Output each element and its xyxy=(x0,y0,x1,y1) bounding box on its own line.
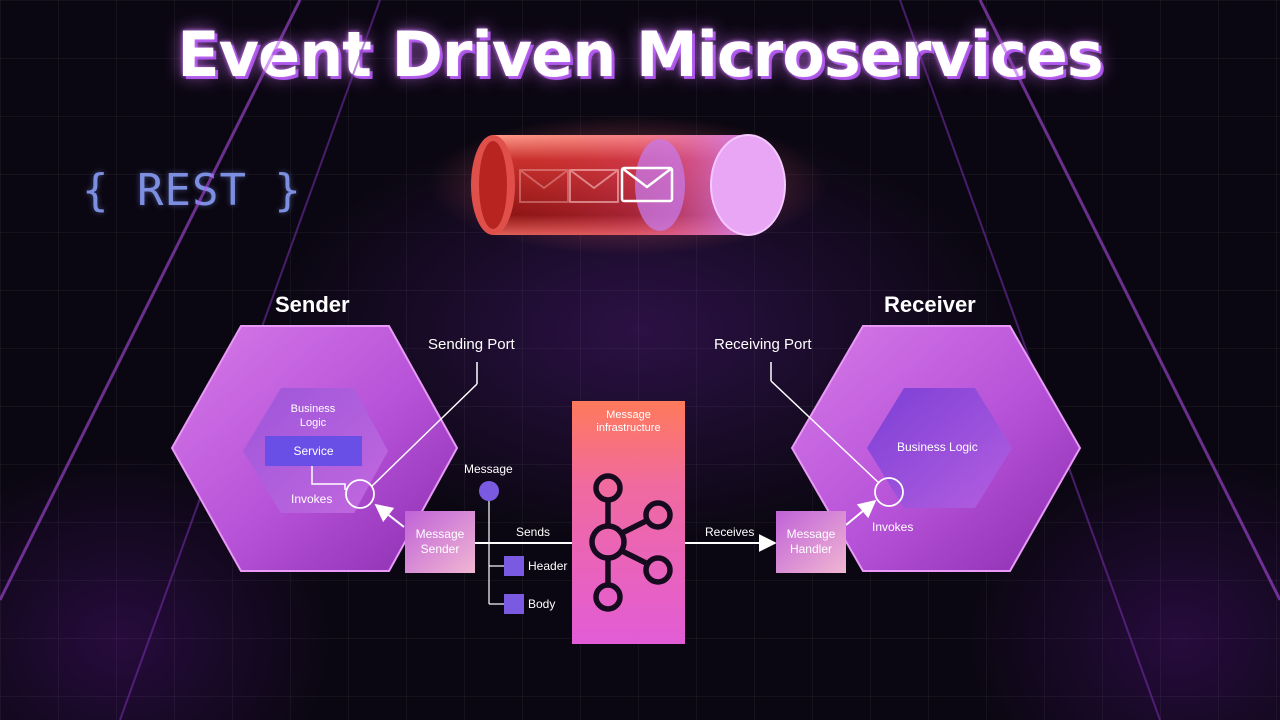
sending-port-circle[interactable] xyxy=(345,479,375,509)
receives-label: Receives xyxy=(705,525,755,539)
sending-port-label: Sending Port xyxy=(428,336,515,353)
receiver-invoke-arrow xyxy=(845,499,877,526)
receiver-invokes-label: Invokes xyxy=(872,520,914,534)
receiver-heading: Receiver xyxy=(884,292,976,317)
message-handler-box[interactable] xyxy=(776,511,846,573)
receiver-business-logic-hexagon xyxy=(867,388,1012,508)
receiving-port-circle[interactable] xyxy=(874,477,904,507)
message-label: Message xyxy=(464,462,513,476)
message-dot xyxy=(479,481,499,501)
rest-label: { REST } xyxy=(82,165,302,216)
sends-label: Sends xyxy=(516,525,551,539)
receiving-port-pointer xyxy=(770,380,880,484)
message-pipe-icon xyxy=(428,115,828,255)
service-box xyxy=(265,436,362,466)
message-handler-label: Message Handler xyxy=(786,527,836,556)
sender-invokes-label: Invokes xyxy=(291,492,333,506)
service-to-invokes-connector xyxy=(311,466,346,490)
message-sender-box[interactable] xyxy=(405,511,475,573)
envelope-icon xyxy=(519,166,674,203)
sender-invoke-arrow xyxy=(374,503,405,528)
header-square xyxy=(504,556,524,576)
sender-heading: Sender xyxy=(275,292,350,317)
header-label: Header xyxy=(528,559,568,573)
body-square xyxy=(504,594,524,614)
message-infrastructure-label: Message infrastructure xyxy=(596,409,661,434)
page-title: Event Driven Microservices xyxy=(177,18,1103,91)
receiver-business-logic-label: Business Logic xyxy=(897,440,978,454)
kafka-broker-icon xyxy=(589,473,673,612)
service-label: Service xyxy=(293,444,334,458)
message-sender-label: Message Sender xyxy=(415,527,465,556)
sending-port-pointer xyxy=(371,383,478,487)
body-label: Body xyxy=(528,597,556,611)
sender-business-logic-label: Business Logic xyxy=(290,403,336,429)
receiving-port-label: Receiving Port xyxy=(714,336,812,353)
